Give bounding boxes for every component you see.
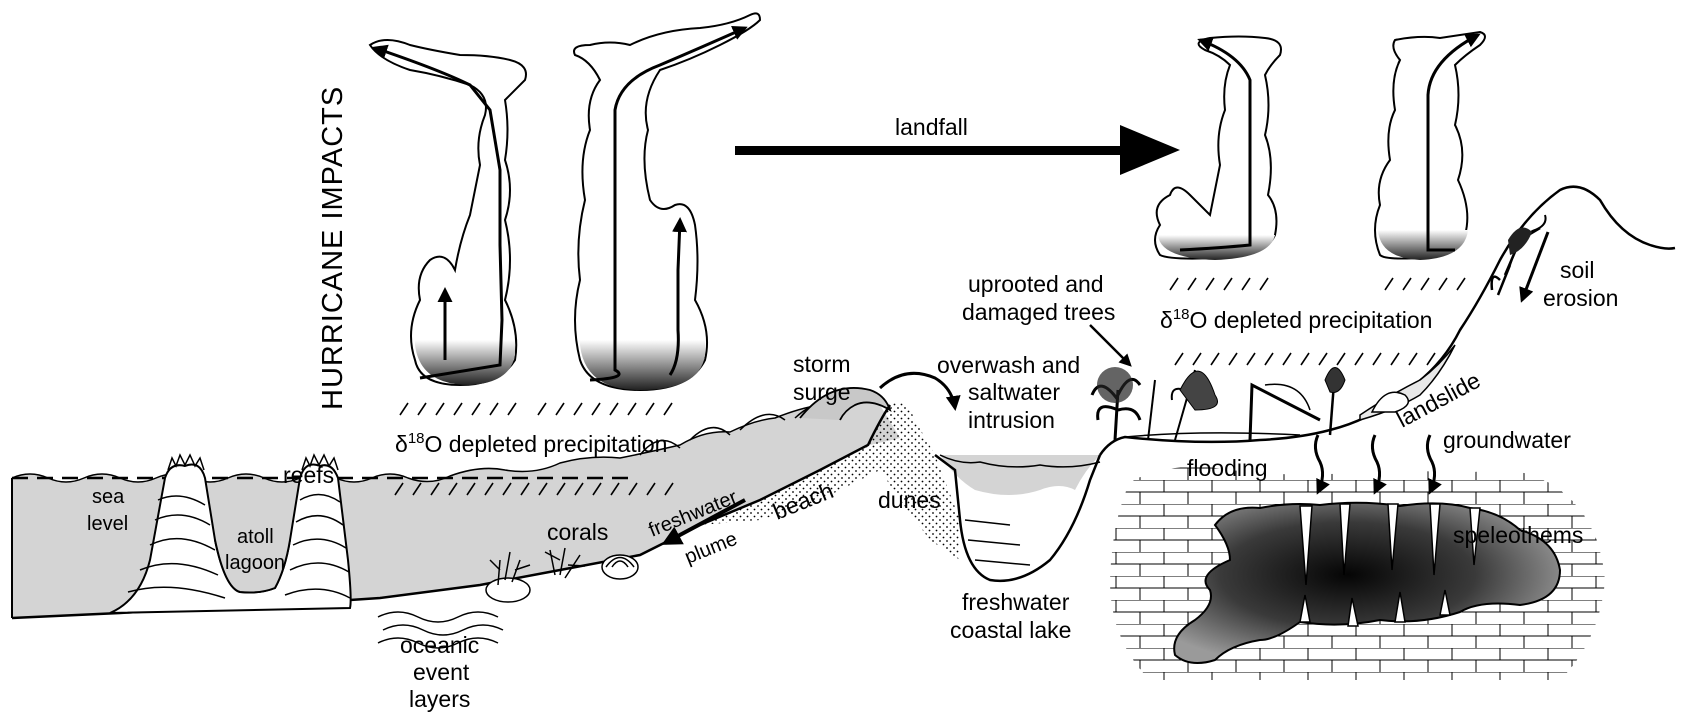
storm-cloud-4	[1375, 32, 1485, 260]
groundwater-label: groundwater	[1443, 427, 1571, 453]
uprooted-trees-pointer	[1090, 325, 1130, 365]
level-label: level	[87, 513, 128, 535]
lake-label-2: coastal lake	[950, 617, 1071, 643]
trees-label-2: damaged trees	[962, 299, 1115, 325]
dunes-label: dunes	[878, 487, 941, 513]
trees-label-1: uprooted and	[968, 271, 1104, 297]
soil-label: soil	[1560, 257, 1595, 283]
overwash-label-2: saltwater	[968, 379, 1060, 405]
storm-label: storm	[793, 351, 851, 377]
storm-cloud-1	[370, 40, 526, 385]
storm-surge-arrow	[880, 373, 955, 408]
overwash-label-3: intrusion	[968, 407, 1055, 433]
oceanic-label-2: event	[413, 659, 470, 685]
flooding-label: flooding	[1187, 455, 1268, 481]
sea-label: sea	[92, 486, 125, 508]
reefs-label: reefs	[283, 462, 334, 488]
oceanic-label-1: oceanic	[400, 632, 479, 658]
oceanic-label-3: layers	[409, 686, 470, 712]
diagram-title: HURRICANE IMPACTS	[317, 86, 349, 410]
freshwater-plume-label-2: plume	[682, 528, 741, 569]
overwash-label-1: overwash and	[937, 352, 1080, 378]
landfall-label: landfall	[895, 114, 968, 140]
precipitation-label-right: δ18O depleted precipitation	[1160, 306, 1432, 333]
lagoon-label: lagoon	[225, 552, 285, 574]
atoll-label: atoll	[237, 526, 274, 548]
lake-label-1: freshwater	[962, 589, 1070, 615]
freshwater-coastal-lake	[935, 455, 1100, 581]
surge-label: surge	[793, 379, 851, 405]
corals-label: corals	[547, 519, 608, 545]
precipitation-label-left: δ18O depleted precipitation	[395, 430, 667, 457]
erosion-label: erosion	[1543, 285, 1618, 311]
speleothems-label: speleothems	[1453, 522, 1583, 548]
storm-cloud-2	[574, 13, 760, 390]
